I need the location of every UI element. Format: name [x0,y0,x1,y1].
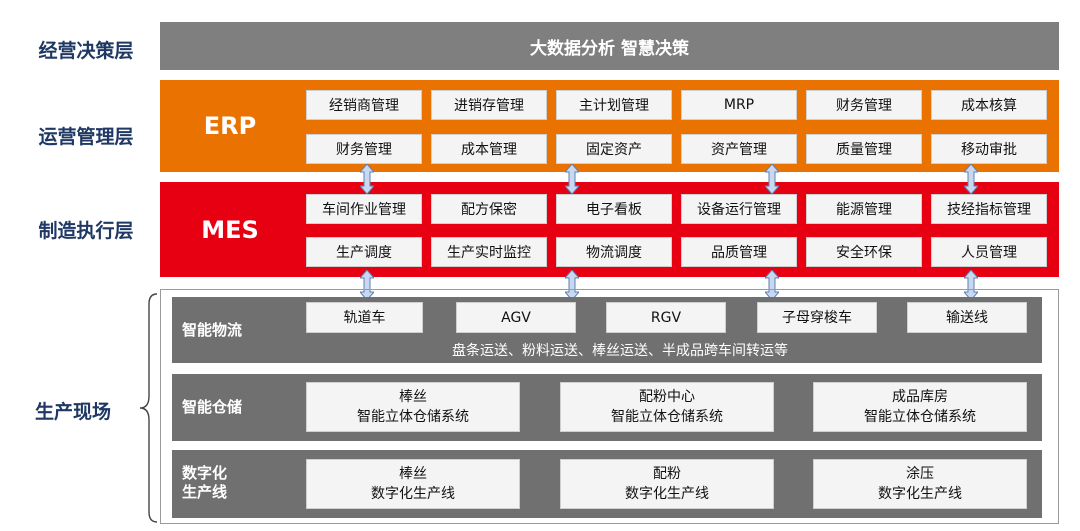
production-line-item-name: 棒丝 [399,466,427,482]
production-line-item: 配粉 数字化生产线 [560,459,774,509]
layer-label-decision: 经营决策层 [38,40,134,62]
mes-module: 品质管理 [681,237,797,267]
mes-module: 人员管理 [931,237,1047,267]
double-arrow-icon [360,270,374,300]
mes-module: 技经指标管理 [931,194,1047,224]
production-floor-frame [160,289,1059,524]
erp-module: 质量管理 [806,134,922,164]
storage-item-name: 配粉中心 [639,389,695,405]
storage-item-name: 成品库房 [892,389,948,405]
erp-module: 固定资产 [556,134,672,164]
erp-module: 资产管理 [681,134,797,164]
logistics-note: 盘条运送、粉料运送、棒丝运送、半成品跨车间转运等 [452,343,788,359]
production-line-item: 涂压 数字化生产线 [813,459,1027,509]
production-line-item-type: 数字化生产线 [878,486,962,502]
double-arrow-icon [765,164,779,194]
mes-module: 电子看板 [556,194,672,224]
erp-module: MRP [681,90,797,120]
mes-module: 生产调度 [306,237,422,267]
double-arrow-icon [565,270,579,300]
decision-band-text: 大数据分析 智慧决策 [530,38,689,59]
storage-item-system: 智能立体仓储系统 [864,409,976,425]
storage-title: 智能仓储 [182,398,243,416]
mes-module: 生产实时监控 [431,237,547,267]
erp-module: 经销商管理 [306,90,422,120]
layer-label-manufacturing: 制造执行层 [38,220,134,242]
logistics-item: 子母穿梭车 [757,302,877,333]
mes-band: MES 车间作业管理 配方保密 电子看板 设备运行管理 能源管理 技经指标管理 … [160,182,1059,277]
logistics-title: 智能物流 [182,321,243,339]
production-line-title-line2: 生产线 [182,483,228,501]
storage-item: 棒丝 智能立体仓储系统 [306,382,520,432]
erp-module: 财务管理 [306,134,422,164]
mes-module: 安全环保 [806,237,922,267]
storage-item: 配粉中心 智能立体仓储系统 [560,382,774,432]
erp-title: ERP [203,112,257,140]
storage-item-system: 智能立体仓储系统 [357,409,469,425]
erp-band: ERP 经销商管理 进销存管理 主计划管理 MRP 财务管理 成本核算 财务管理… [160,80,1059,172]
double-arrow-icon [360,164,374,194]
storage-item: 成品库房 智能立体仓储系统 [813,382,1027,432]
logistics-item: AGV [456,302,576,333]
production-line-item-name: 涂压 [906,466,934,482]
decision-band: 大数据分析 智慧决策 [160,22,1059,70]
layer-label-operation: 运营管理层 [38,126,134,148]
double-arrow-icon [565,164,579,194]
double-arrow-icon [964,270,978,300]
erp-module: 成本核算 [931,90,1047,120]
logistics-item: RGV [606,302,726,333]
production-line-title-line1: 数字化 [182,464,228,482]
production-line-title: 数字化 生产线 [182,464,227,502]
erp-module: 移动审批 [931,134,1047,164]
mes-module: 物流调度 [556,237,672,267]
double-arrow-icon [964,164,978,194]
layer-label-production: 生产现场 [34,401,111,423]
curly-brace-icon [139,293,158,523]
logistics-item: 输送线 [907,302,1027,333]
erp-module: 成本管理 [431,134,547,164]
production-line-item-type: 数字化生产线 [625,486,709,502]
storage-item-name: 棒丝 [399,389,427,405]
mes-module: 车间作业管理 [306,194,422,224]
production-line-item-name: 配粉 [653,466,681,482]
erp-module: 进销存管理 [431,90,547,120]
production-line-item: 棒丝 数字化生产线 [306,459,520,509]
storage-item-system: 智能立体仓储系统 [611,409,723,425]
erp-module: 财务管理 [806,90,922,120]
mes-module: 能源管理 [806,194,922,224]
mes-title: MES [201,215,259,244]
production-line-item-type: 数字化生产线 [371,486,455,502]
mes-module: 配方保密 [431,194,547,224]
mes-module: 设备运行管理 [681,194,797,224]
logistics-item: 轨道车 [306,302,423,333]
double-arrow-icon [765,270,779,300]
erp-module: 主计划管理 [556,90,672,120]
